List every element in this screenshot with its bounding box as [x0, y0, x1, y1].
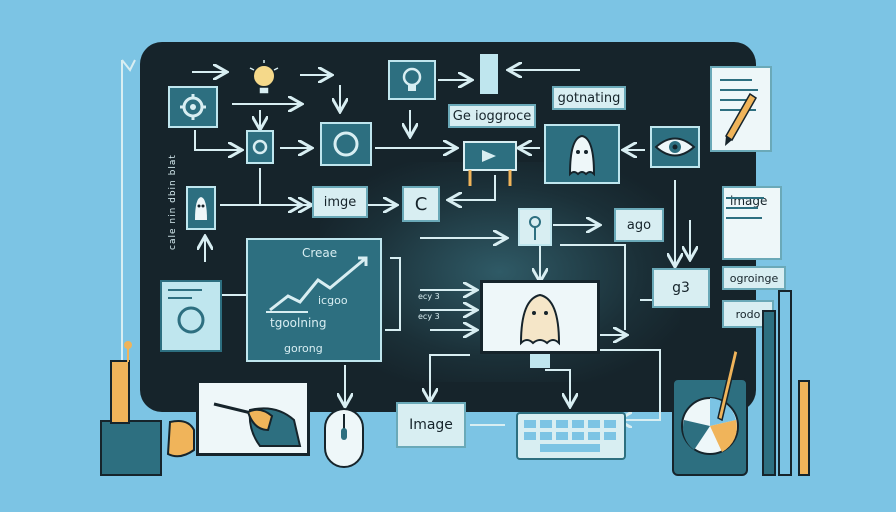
image-label-bottom: Image — [396, 402, 466, 448]
cup-icon — [110, 360, 130, 424]
plant-icon — [120, 340, 136, 362]
keyboard-keys — [518, 414, 624, 458]
chart-panel: Creae icgoo tgoolning gorong — [246, 238, 382, 362]
ghost-icon — [546, 126, 618, 182]
ghost-small-node — [186, 186, 216, 230]
small-mark-2: ecy 3 — [418, 312, 440, 321]
ghost-icon — [188, 188, 214, 228]
small-mark-1: ecy 3 — [418, 292, 440, 301]
eye-node — [650, 126, 700, 168]
lightbulb-icon — [248, 60, 280, 100]
chart-panel-label1: icgoo — [318, 294, 348, 307]
tall-block — [480, 54, 498, 94]
ge-iggroce-label: Ge ioggroce — [448, 104, 536, 128]
side-caption: cale nin dbin blat — [168, 150, 178, 250]
pencil-icon — [720, 92, 760, 148]
pencil-1 — [762, 310, 776, 476]
eye-icon — [652, 128, 698, 166]
ghost-icon — [483, 283, 597, 351]
lightbulb-icon — [390, 62, 434, 98]
monitor — [480, 280, 600, 354]
monitor-stand — [530, 354, 550, 368]
flower-icon — [520, 210, 550, 244]
bulb-node — [388, 60, 436, 100]
keyboard — [516, 412, 626, 460]
flower-node — [518, 208, 552, 246]
pencil-2 — [778, 290, 792, 476]
small-gear-node — [246, 130, 274, 164]
pen-hand-icon — [210, 390, 306, 450]
gear-node — [168, 86, 218, 128]
gear-icon — [162, 282, 220, 350]
image-label-top: imge — [312, 186, 368, 218]
circle-icon — [322, 124, 370, 164]
mouse-icon — [326, 410, 362, 466]
circle-node — [320, 122, 372, 166]
pencil-3 — [798, 380, 810, 476]
settings-card — [160, 280, 222, 352]
ogroinge-label: ogroinge — [722, 266, 786, 290]
mouse — [324, 408, 364, 468]
film-strip-icon — [460, 136, 520, 186]
g3-label: g3 — [652, 268, 710, 308]
gear-icon — [170, 88, 216, 126]
chart-panel-label3: gorong — [284, 342, 323, 355]
gotnating-label: gotnating — [552, 86, 626, 110]
ago-label: ago — [614, 208, 664, 242]
ghost-node — [544, 124, 620, 184]
brush-icon — [712, 350, 742, 430]
chart-panel-label2: tgoolning — [270, 316, 327, 330]
hand-icon — [150, 410, 210, 470]
image-right-card: image — [722, 186, 782, 260]
settings-icon — [248, 132, 272, 162]
c-box: C — [402, 186, 440, 222]
